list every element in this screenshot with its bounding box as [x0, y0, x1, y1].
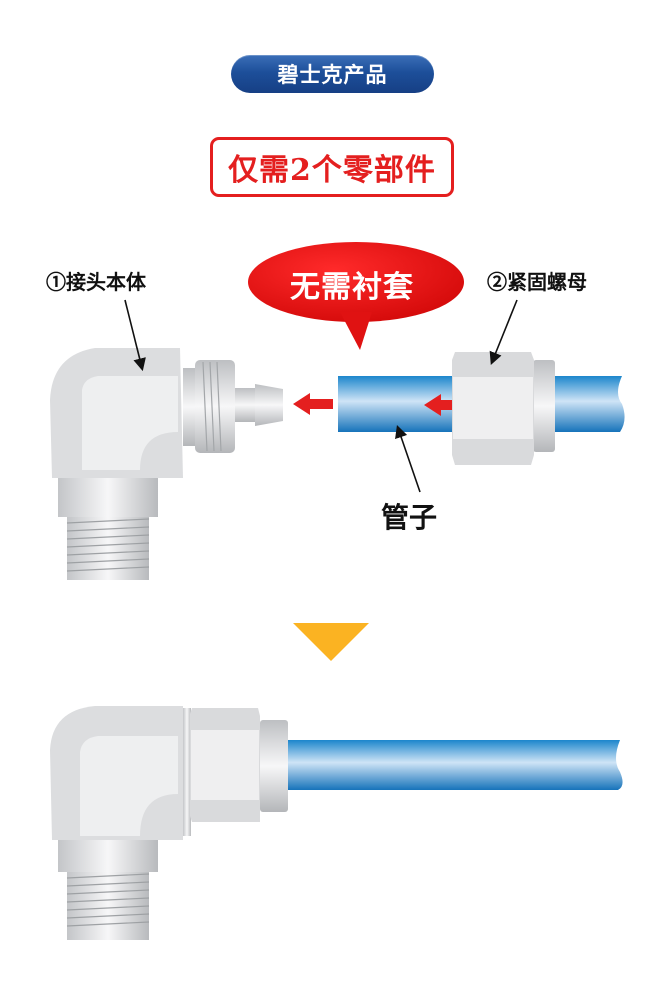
brand-badge: 碧士克产品 — [231, 55, 434, 93]
label-fitting-body: ①接头本体 — [46, 270, 146, 294]
speech-bubble — [248, 242, 464, 350]
insert-arrow-right — [424, 394, 466, 416]
bubble-text: 无需衬套 — [290, 270, 414, 305]
nut-top — [452, 352, 555, 465]
brand-badge-text: 碧士克产品 — [277, 63, 388, 87]
down-triangle-icon — [293, 623, 369, 661]
elbow-body-top — [50, 348, 283, 580]
insert-arrow-left — [293, 393, 333, 415]
headline-text: 仅需2个零部件 — [228, 153, 436, 188]
assembled-fitting — [50, 706, 623, 940]
label-tightening-nut: ②紧固螺母 — [487, 270, 587, 294]
label-tube: 管子 — [381, 501, 438, 534]
headline-box: 仅需2个零部件 — [210, 137, 454, 197]
